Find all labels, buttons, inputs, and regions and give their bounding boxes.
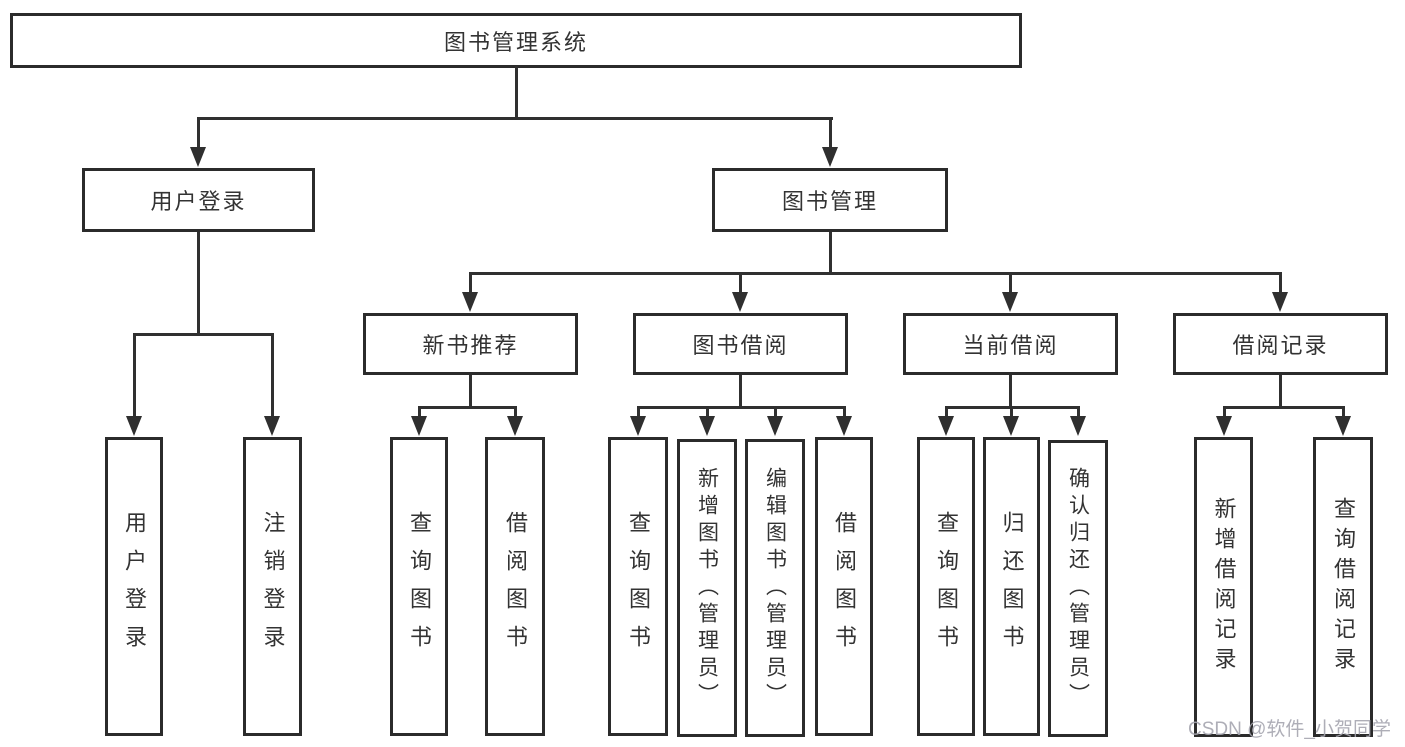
connector-line (843, 406, 846, 418)
node-br-add-record: 新增借阅记录 (1194, 437, 1253, 737)
watermark: CSDN @软件_小贺同学 (1188, 719, 1391, 740)
node-nb-query-books: 查询图书 (390, 437, 448, 736)
node-label: 借阅图书 (832, 510, 857, 663)
node-label: 编辑图书（管理员） (763, 466, 787, 710)
arrow-down-icon (822, 147, 838, 167)
connector-line (945, 406, 948, 418)
arrow-down-icon (938, 416, 954, 436)
node-label: 新增图书（管理员） (695, 466, 719, 710)
arrow-down-icon (1003, 416, 1019, 436)
arrow-down-icon (1070, 416, 1086, 436)
node-label: 注销登录 (260, 510, 286, 663)
connector-line (197, 232, 200, 335)
node-label: 图书借阅 (692, 333, 789, 358)
connector-line (1279, 272, 1282, 296)
node-library-system: 图书管理系统 (10, 13, 1022, 68)
arrow-down-icon (190, 147, 206, 167)
node-label: 查询图书 (934, 510, 959, 663)
connector-line (637, 406, 640, 418)
node-label: 用户登录 (150, 189, 247, 214)
node-label: 新增借阅记录 (1211, 497, 1237, 677)
arrow-down-icon (836, 416, 852, 436)
node-label: 查询图书 (626, 510, 651, 663)
node-cb-return-books: 归还图书 (983, 437, 1040, 736)
node-label: 借阅记录 (1232, 333, 1329, 358)
connector-line (829, 232, 832, 274)
arrow-down-icon (630, 416, 646, 436)
connector-line (469, 375, 472, 408)
node-br-query-record: 查询借阅记录 (1313, 437, 1373, 737)
arrow-down-icon (699, 416, 715, 436)
connector-line (197, 117, 833, 120)
node-login: 用户登录 (105, 437, 163, 736)
arrow-down-icon (507, 416, 523, 436)
node-label: 用户登录 (122, 510, 147, 663)
node-new-book-recommend: 新书推荐 (363, 313, 578, 375)
connector-line (271, 333, 274, 417)
connector-line (133, 333, 274, 336)
node-bb-add-books: 新增图书（管理员） (677, 439, 737, 737)
connector-line (514, 406, 517, 418)
node-label: 查询图书 (407, 510, 432, 663)
arrow-down-icon (767, 416, 783, 436)
connector-line (1009, 375, 1012, 408)
node-book-management: 图书管理 (712, 168, 948, 232)
connector-line (1010, 406, 1013, 418)
connector-line (739, 375, 742, 408)
node-nb-borrow-books: 借阅图书 (485, 437, 545, 736)
node-book-borrowing: 图书借阅 (633, 313, 848, 375)
arrow-down-icon (1216, 416, 1232, 436)
connector-line (1077, 406, 1080, 418)
connector-line (1342, 406, 1345, 418)
connector-line (515, 66, 518, 119)
node-cb-query-books: 查询图书 (917, 437, 975, 736)
arrow-down-icon (1335, 416, 1351, 436)
arrow-down-icon (1272, 292, 1288, 312)
node-cb-confirm-return: 确认归还（管理员） (1048, 440, 1108, 737)
node-logout: 注销登录 (243, 437, 302, 736)
arrow-down-icon (264, 416, 280, 436)
arrow-down-icon (732, 292, 748, 312)
node-label: 借阅图书 (503, 510, 528, 663)
connector-line (197, 117, 200, 149)
connector-line (1223, 406, 1344, 409)
connector-line (774, 406, 777, 418)
node-label: 图书管理系统 (443, 29, 588, 55)
connector-line (706, 406, 709, 418)
connector-line (1223, 406, 1226, 418)
arrow-down-icon (1002, 292, 1018, 312)
node-label: 查询借阅记录 (1331, 497, 1356, 677)
node-user-login: 用户登录 (82, 168, 315, 232)
node-label: 图书管理 (781, 189, 878, 214)
node-label: 当前借阅 (962, 333, 1059, 358)
connector-line (1279, 375, 1282, 408)
connector-line (418, 406, 421, 418)
arrow-down-icon (411, 416, 427, 436)
arrow-down-icon (126, 416, 142, 436)
node-bb-query-books: 查询图书 (608, 437, 668, 736)
connector-line (1009, 272, 1012, 296)
node-label: 新书推荐 (422, 333, 519, 358)
connector-line (637, 406, 845, 409)
node-bb-edit-books: 编辑图书（管理员） (745, 439, 805, 737)
connector-line (739, 272, 742, 296)
node-label: 归还图书 (999, 510, 1025, 663)
connector-line (133, 333, 136, 417)
arrow-down-icon (462, 292, 478, 312)
connector-line (829, 117, 832, 149)
connector-line (469, 272, 472, 296)
node-current-borrowing: 当前借阅 (903, 313, 1118, 375)
node-bb-borrow-books: 借阅图书 (815, 437, 873, 736)
connector-line (469, 272, 1282, 275)
connector-line (418, 406, 517, 409)
node-borrowing-records: 借阅记录 (1173, 313, 1388, 375)
node-label: 确认归还（管理员） (1066, 467, 1090, 710)
